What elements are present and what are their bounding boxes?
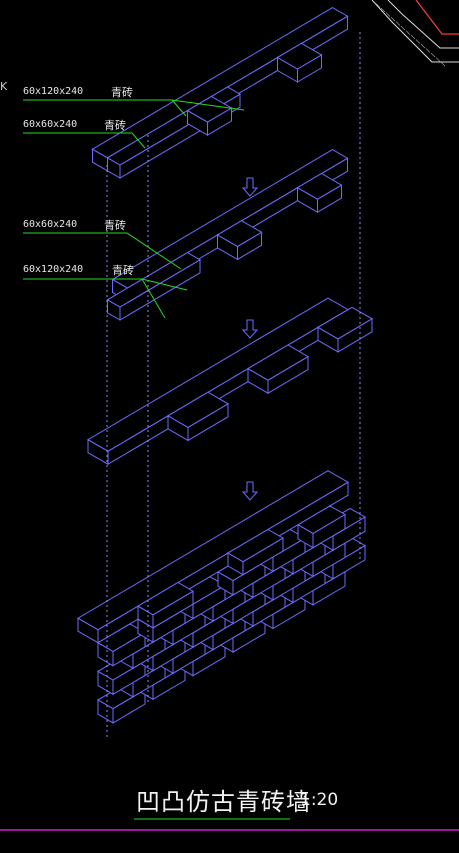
leader-lines xyxy=(23,99,245,319)
leader-line xyxy=(23,132,146,149)
brick-layers xyxy=(77,7,373,724)
brick xyxy=(137,581,194,629)
brick xyxy=(227,528,284,576)
corner-detail xyxy=(0,0,459,831)
step-arrows xyxy=(241,177,259,501)
brick xyxy=(317,306,373,353)
leader-line xyxy=(141,278,166,319)
label-material-2: 青砖 xyxy=(104,119,126,132)
down-arrow-icon xyxy=(241,319,259,339)
down-arrow-icon xyxy=(241,481,259,501)
label-size-2: 60x60x240 xyxy=(23,119,78,130)
brick xyxy=(247,344,309,395)
corner-detail-shape xyxy=(371,0,459,67)
brick xyxy=(167,391,229,442)
label-material-4: 青砖 xyxy=(112,264,134,277)
drawing-scale: 1:20 xyxy=(300,790,339,810)
drawing-title: 凹凸仿古青砖墙 xyxy=(136,788,311,816)
leader-line xyxy=(23,232,182,270)
leader-line xyxy=(171,99,187,117)
label-size-4: 60x120x240 xyxy=(23,264,84,275)
brick xyxy=(216,220,263,261)
brick xyxy=(87,297,349,466)
label-size-3: 60x60x240 xyxy=(23,219,78,230)
brick xyxy=(297,505,346,549)
edge-text: K xyxy=(0,80,8,93)
label-size-1: 60x120x240 xyxy=(23,86,84,97)
brick xyxy=(186,95,233,136)
down-arrow-icon xyxy=(241,177,259,197)
brick xyxy=(276,42,323,83)
label-material-3: 青砖 xyxy=(104,219,126,232)
label-material-1: 青砖 xyxy=(111,86,133,99)
brick xyxy=(296,172,343,214)
